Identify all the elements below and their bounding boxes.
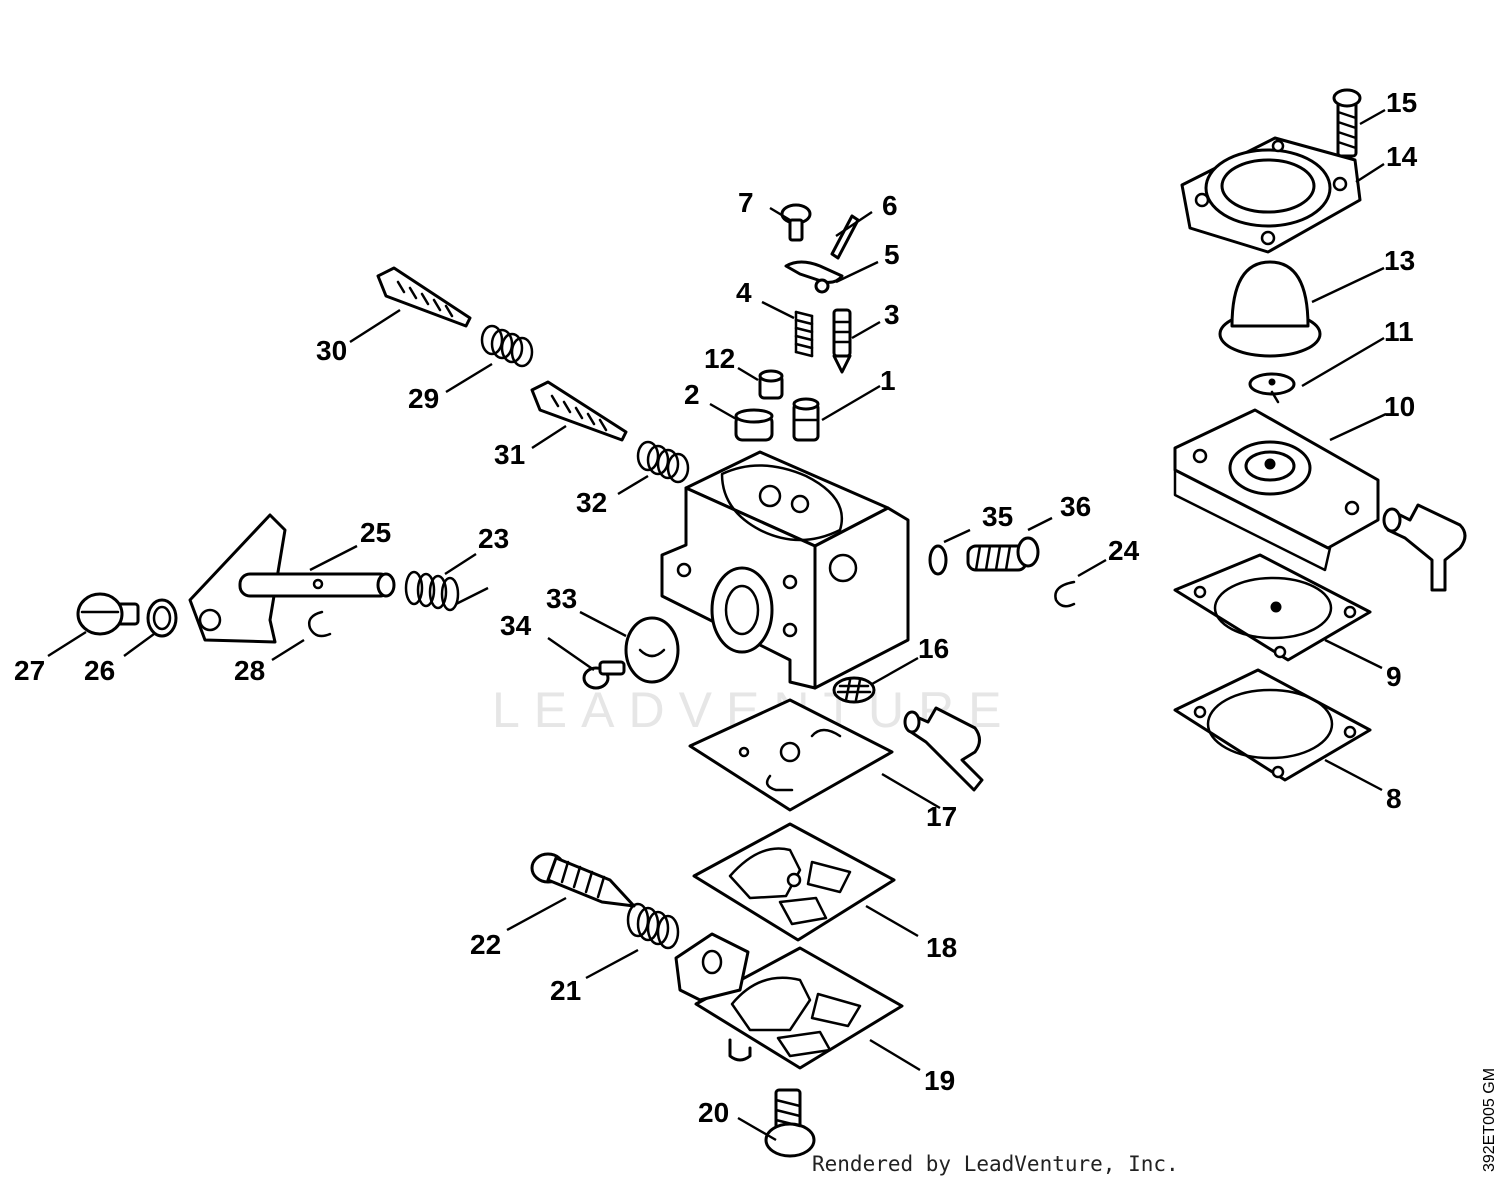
callout-25: 25 [360,517,391,548]
credit-text: Rendered by LeadVenture, Inc. [812,1152,1179,1176]
part-20-screw [764,1088,816,1158]
callout-26: 26 [84,655,115,686]
part-1-nozzle [792,397,820,442]
callout-22: 22 [470,929,501,960]
part-21-spring [626,902,680,950]
part-29-spring [480,324,534,368]
part-6-pin [830,214,860,260]
callout-21: 21 [550,975,581,1006]
part-27-cap-screw [76,592,140,636]
part-34-screw [582,660,626,690]
part-33-throttle-plate [624,616,680,684]
callout-23: 23 [478,523,509,554]
callout-30: 30 [316,335,347,366]
callout-29: 29 [408,383,439,414]
callout-15: 15 [1386,87,1417,118]
callout-2: 2 [684,379,700,410]
part-25-throttle-shaft [188,513,396,644]
callout-8: 8 [1386,783,1402,814]
drawing-id: 392ET005 GM [1481,1068,1498,1172]
callout-14: 14 [1386,141,1418,172]
callout-numbers: 1 2 3 4 5 6 7 8 9 10 11 12 13 14 15 16 1… [14,87,1418,1128]
part-14-cover [1180,136,1362,254]
part-32-spring [636,440,690,484]
callout-1: 1 [880,365,896,396]
leader-lines [47,108,1387,1142]
callout-13: 13 [1384,245,1415,276]
callout-5: 5 [884,239,900,270]
callout-27: 27 [14,655,45,686]
callout-20: 20 [698,1097,729,1128]
callout-18: 18 [926,932,957,963]
part-4-spring [794,310,814,358]
part-28-clip [308,610,332,638]
part-3-needle [832,308,852,374]
part-23-spring [404,570,460,612]
part-9-diaphragm [1173,553,1372,662]
callout-16: 16 [918,633,949,664]
part-19-cover [674,932,904,1070]
callout-7: 7 [738,187,754,218]
callout-36: 36 [1060,491,1091,522]
callout-32: 32 [576,487,607,518]
callout-4: 4 [736,277,752,308]
callout-34: 34 [500,610,532,641]
part-13-primer-bulb [1218,260,1322,358]
callout-9: 9 [1386,661,1402,692]
part-35-o-ring [928,544,948,576]
part-8-gasket [1173,668,1372,782]
part-12-plug [758,369,784,400]
callout-35: 35 [982,501,1013,532]
callout-28: 28 [234,655,265,686]
part-17-gasket [688,698,894,812]
part-18-gasket [692,822,896,942]
callout-31: 31 [494,439,525,470]
part-7-screw [780,203,812,242]
callout-10: 10 [1384,391,1415,422]
callout-3: 3 [884,299,900,330]
part-11-valve [1248,372,1296,404]
part-elbow-fitting-right [1382,503,1467,592]
callout-12: 12 [704,343,735,374]
part-24-clip [1054,580,1076,608]
part-30-adjusting-screw [376,266,472,328]
part-16-filter [832,676,876,704]
part-5-lever [784,260,844,294]
part-22-main-screw [530,852,636,908]
part-2-plug [734,408,774,442]
part-elbow-fitting-center [903,706,984,792]
callout-33: 33 [546,583,577,614]
part-15-screw [1332,88,1362,158]
callout-6: 6 [882,190,898,221]
callout-24: 24 [1108,535,1140,566]
part-31-adjusting-screw [530,380,628,442]
part-26-washer [146,598,178,638]
callout-11: 11 [1384,316,1414,347]
callout-19: 19 [924,1065,955,1096]
part-10-pump-housing [1173,408,1380,572]
callout-17: 17 [926,801,957,832]
part-carburetor-body [660,450,910,690]
part-36-strainer-plug [966,536,1040,572]
